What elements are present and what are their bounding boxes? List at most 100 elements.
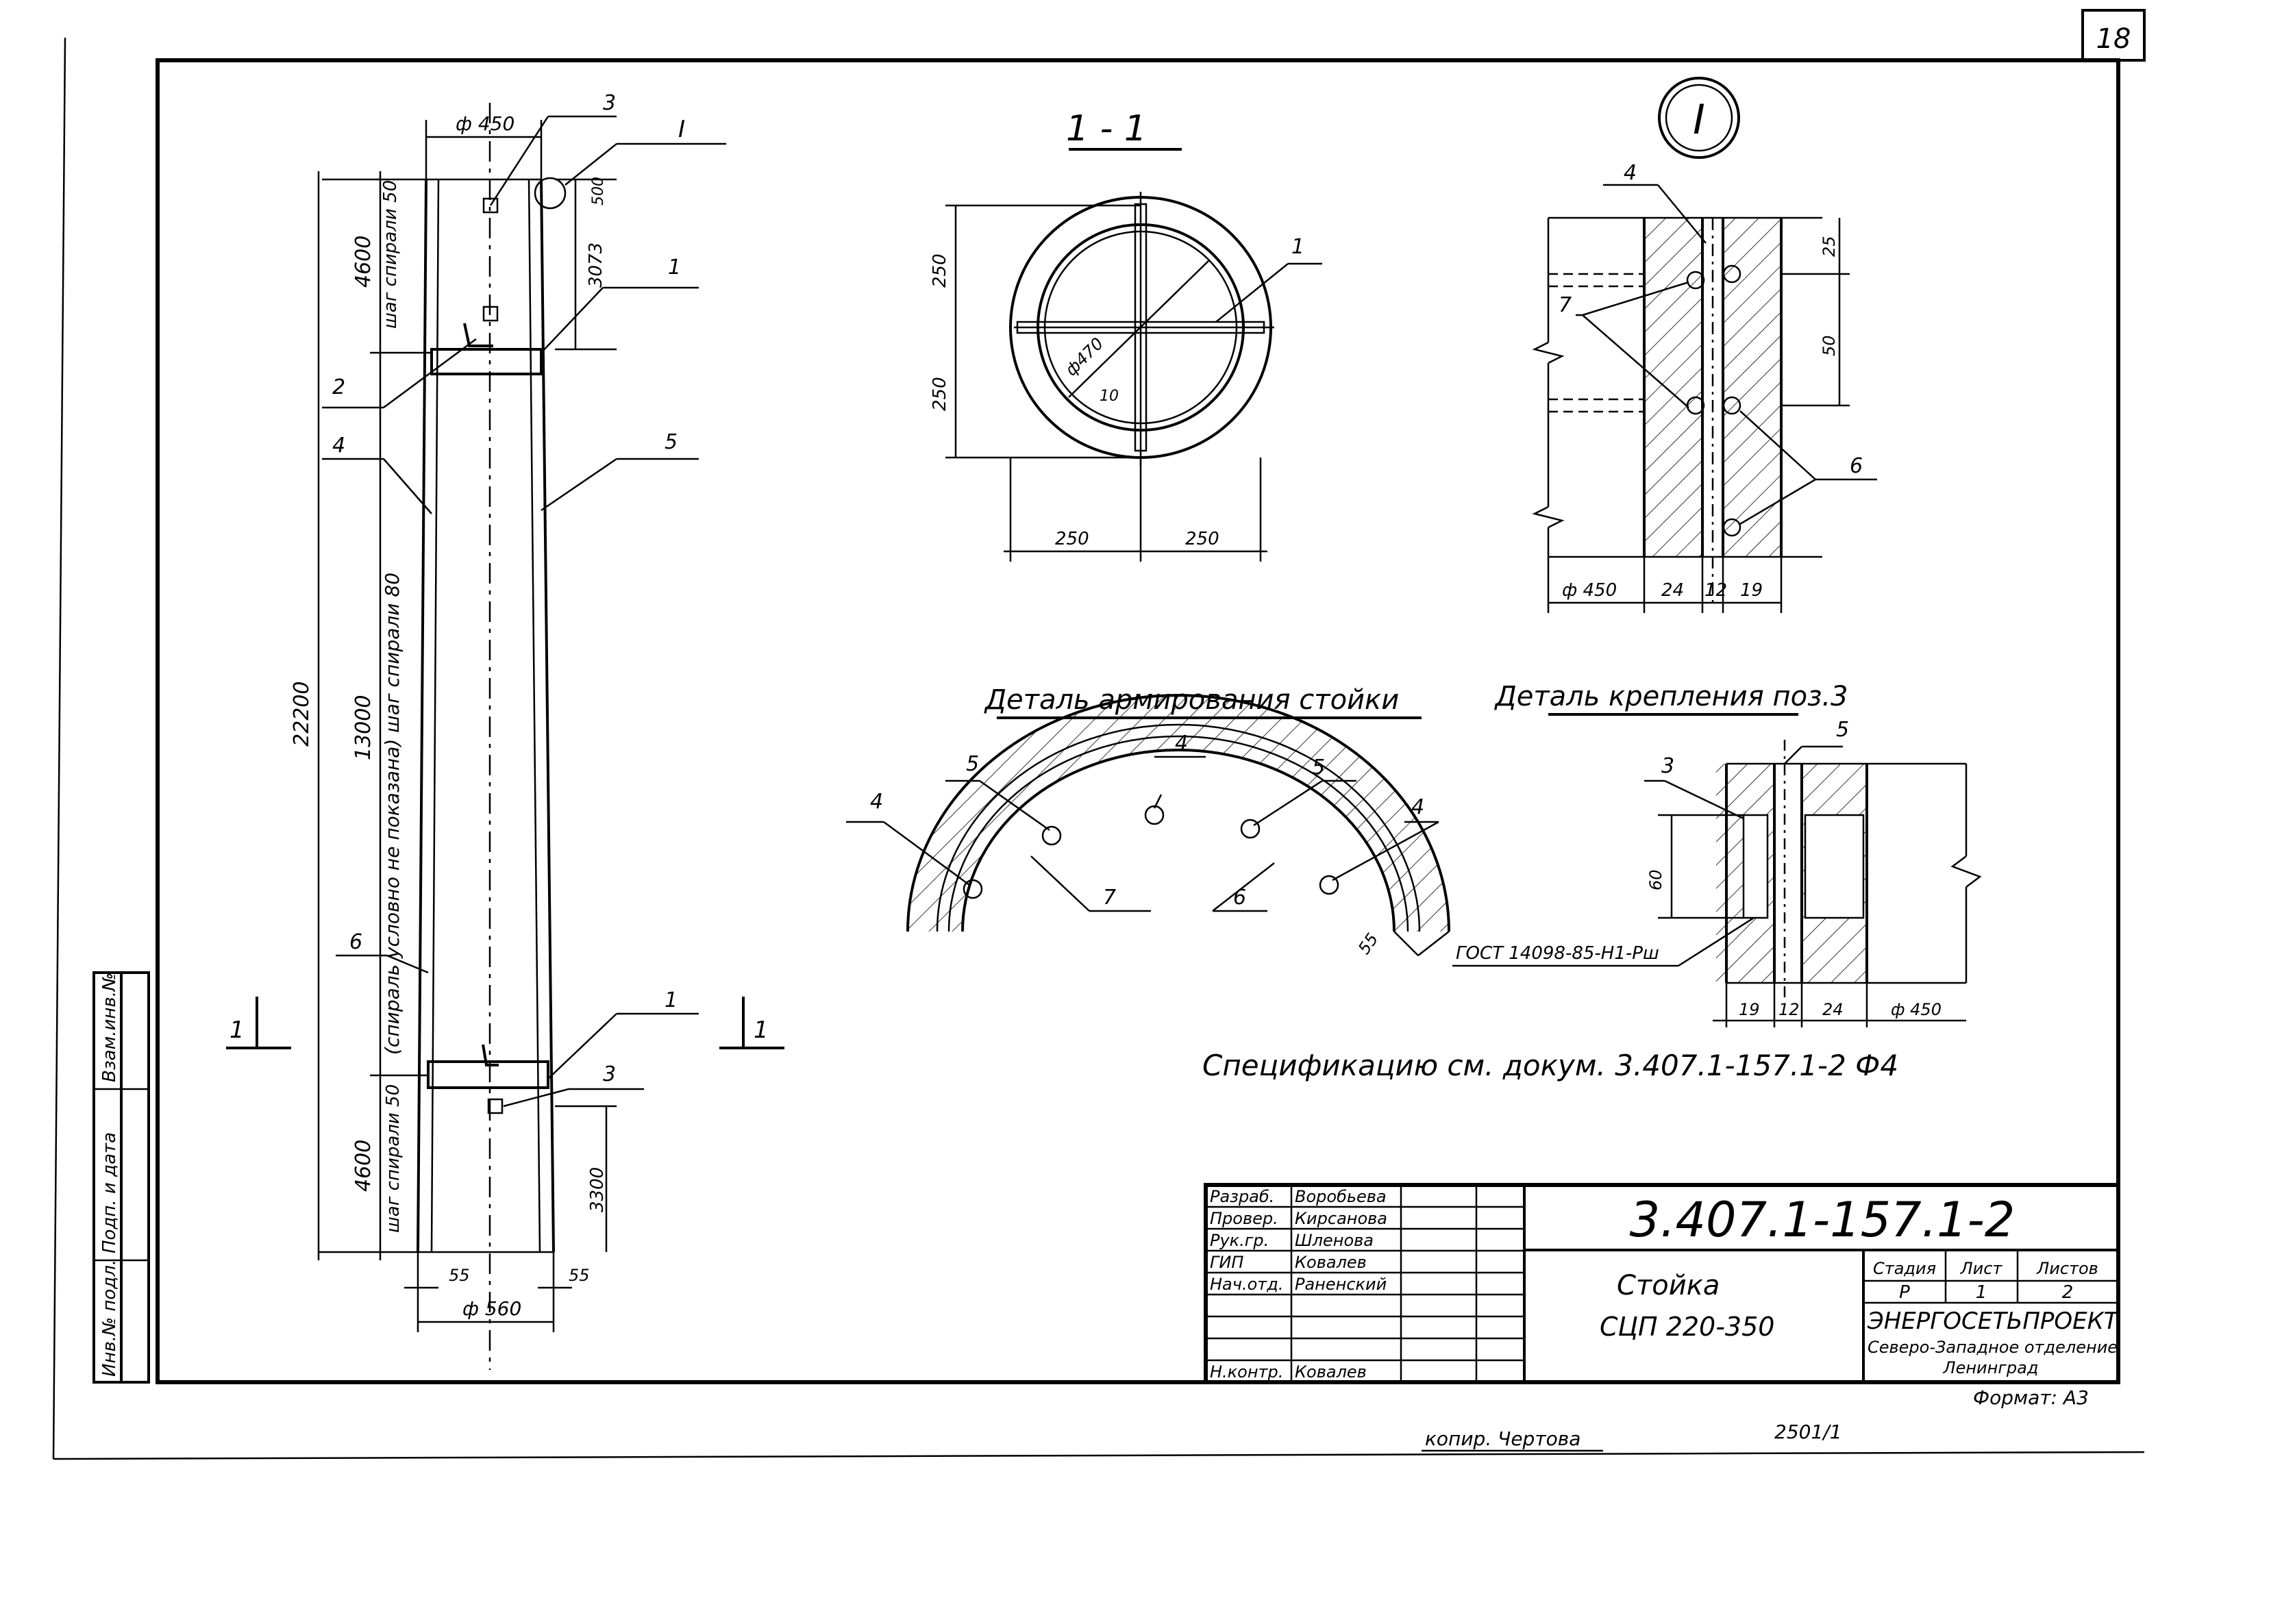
dim-diameter-bottom: ф 560: [462, 1297, 521, 1320]
title-block: Разраб. Провер. Рук.гр. ГИП Нач.отд. Н.к…: [1204, 1183, 2120, 1384]
name-dept-head: Раненский: [1295, 1275, 1387, 1294]
name-checked: Кирсанова: [1295, 1209, 1387, 1228]
detail-I-dim-d450: ф 450: [1562, 580, 1617, 601]
name-group-lead: Шленова: [1295, 1231, 1374, 1250]
drawing-frame: [156, 58, 2120, 1384]
reinf-callout-5-left: 5: [966, 752, 979, 776]
sec-dim-250-v2: 250: [930, 377, 950, 411]
section-mark-right: 1: [754, 1016, 769, 1044]
callout-1-bottom: 1: [665, 988, 678, 1012]
outer-border-bottom: [53, 1451, 2145, 1460]
dim-mid-segment: 13000: [351, 695, 375, 760]
doc-code: 3.407.1-157.1-2: [1630, 1192, 2016, 1248]
sec-dim-diameter: ф470: [1061, 334, 1107, 380]
sheets-label: Листов: [2036, 1259, 2098, 1278]
callout-6: 6: [349, 930, 362, 954]
stage-value: Р: [1899, 1282, 1910, 1303]
org-branch: Северо-Западное отделение: [1868, 1338, 2118, 1357]
sheets-value: 2: [2062, 1282, 2074, 1303]
spec-note: Спецификацию см. докум. 3.407.1-157.1-2 …: [1202, 1049, 1898, 1082]
name-chief-engineer: Ковалев: [1295, 1253, 1367, 1272]
detail-I-dim-24: 24: [1661, 580, 1684, 601]
org-city: Ленинград: [1943, 1358, 2039, 1377]
reinf-callout-5-right: 5: [1312, 755, 1325, 779]
callout-I: I: [678, 116, 685, 143]
section-1-1-title: 1 - 1: [1066, 108, 1147, 149]
reinforcement-detail: Деталь армирования стойки 4 5 4 5 4 7: [846, 684, 1450, 958]
dim-right-top: 3073: [586, 242, 606, 288]
sheet-label: Лист: [1960, 1259, 2003, 1278]
reinf-callout-4-left: 4: [870, 790, 883, 814]
section-marks: 1 1: [226, 997, 784, 1049]
detail-I-dim-50: 50: [1820, 335, 1839, 356]
fast-dim-12: 12: [1778, 1000, 1800, 1019]
role-chief-engineer: ГИП: [1210, 1253, 1243, 1272]
fast-dim-24: 24: [1822, 1000, 1844, 1019]
fast-gost: ГОСТ 14098-85-Н1-Рш: [1456, 943, 1659, 964]
detail-I-callout-6: 6: [1850, 454, 1863, 478]
strip-inv-no: Инв.№ подл.: [99, 1260, 120, 1377]
dim-right-top-small: 500: [590, 177, 607, 205]
dim-55-left: 55: [449, 1266, 470, 1285]
detail-I-dim-12: 12: [1704, 580, 1727, 601]
dim-diameter-top: ф 450: [456, 112, 514, 135]
elevation-dimensions: ф 450 ф 560 22200 4600 13000 4600 шаг сп…: [290, 112, 617, 1332]
archive-number: 2501/1: [1774, 1421, 1842, 1443]
callout-1-top: 1: [668, 255, 681, 279]
role-norm-control: Н.контр.: [1210, 1362, 1283, 1382]
dim-top-segment: 4600: [351, 236, 375, 288]
sec-dim-250-v1: 250: [930, 253, 950, 288]
left-margin-strip: Инв.№ подл. Подп. и дата Взам.инв.№: [92, 971, 150, 1384]
callout-3-top: 3: [603, 91, 616, 115]
fast-callout-3: 3: [1661, 754, 1674, 778]
sec-dim-250-h2: 250: [1185, 529, 1219, 549]
sec-dim-250-h1: 250: [1055, 529, 1089, 549]
org-name: ЭНЕРГОСЕТЬПРОЕКТ: [1867, 1308, 2120, 1335]
detail-I-dim-19: 19: [1740, 580, 1763, 601]
fast-callout-5: 5: [1836, 718, 1849, 742]
fastening-detail: Деталь крепления поз.3 3 5 60 ГОСТ: [1452, 681, 1982, 1027]
item-name: Стойка: [1617, 1270, 1720, 1301]
copy-note: копир. Чертова: [1425, 1427, 1580, 1450]
sec-dim-10: 10: [1100, 388, 1119, 405]
reinf-callout-6: 6: [1233, 886, 1246, 910]
detail-I: I: [1532, 77, 1877, 613]
role-developed: Разраб.: [1210, 1187, 1274, 1206]
strip-replace-inv: Взам.инв.№: [99, 973, 120, 1082]
fast-dim-60: 60: [1646, 869, 1665, 890]
elevation-callouts: 3 I 1 2 4 5 6 1 3: [322, 91, 726, 1108]
dim-55-right: 55: [569, 1266, 590, 1285]
role-checked: Провер.: [1210, 1209, 1278, 1228]
sheet-value: 1: [1976, 1282, 1987, 1303]
stage-label: Стадия: [1873, 1259, 1936, 1278]
name-developed: Воробьева: [1295, 1187, 1387, 1206]
callout-5: 5: [665, 430, 678, 454]
reinf-callout-4-top: 4: [1175, 732, 1188, 755]
callout-3-bottom: 3: [603, 1062, 616, 1086]
note-bottom-pitch: шаг спирали 50: [383, 1084, 404, 1233]
section-mark-left: 1: [230, 1016, 245, 1044]
dim-total-length: 22200: [290, 682, 314, 747]
role-group-lead: Рук.гр.: [1210, 1231, 1269, 1250]
note-top-pitch: шаг спирали 50: [380, 180, 401, 329]
callout-2: 2: [332, 375, 345, 399]
dim-bottom-segment: 4600: [351, 1140, 375, 1192]
dim-right-bottom: 3300: [587, 1167, 608, 1212]
item-code: СЦП 220-350: [1600, 1312, 1774, 1342]
reinf-dim-55: 55: [1354, 929, 1382, 958]
role-dept-head: Нач.отд.: [1210, 1275, 1283, 1294]
reinf-callout-4-right: 4: [1411, 795, 1424, 819]
outer-border-left: [52, 37, 66, 1460]
fast-title: Деталь крепления поз.3: [1494, 681, 1848, 712]
section-1-1: 1 - 1 250 250 250 250 ф470 10 1: [930, 108, 1322, 562]
detail-I-callout-7: 7: [1559, 293, 1572, 317]
note-mid-pitch: (спираль условно не показана) шаг спирал…: [381, 573, 404, 1055]
detail-I-dim-25: 25: [1820, 236, 1839, 257]
page-number-box: [2081, 9, 2146, 62]
sec-callout-1: 1: [1291, 235, 1304, 259]
column-elevation: [417, 103, 555, 1370]
detail-I-callout-4: 4: [1624, 161, 1637, 185]
reinf-callout-7: 7: [1103, 886, 1116, 910]
strip-sign-date: Подп. и дата: [99, 1132, 120, 1253]
